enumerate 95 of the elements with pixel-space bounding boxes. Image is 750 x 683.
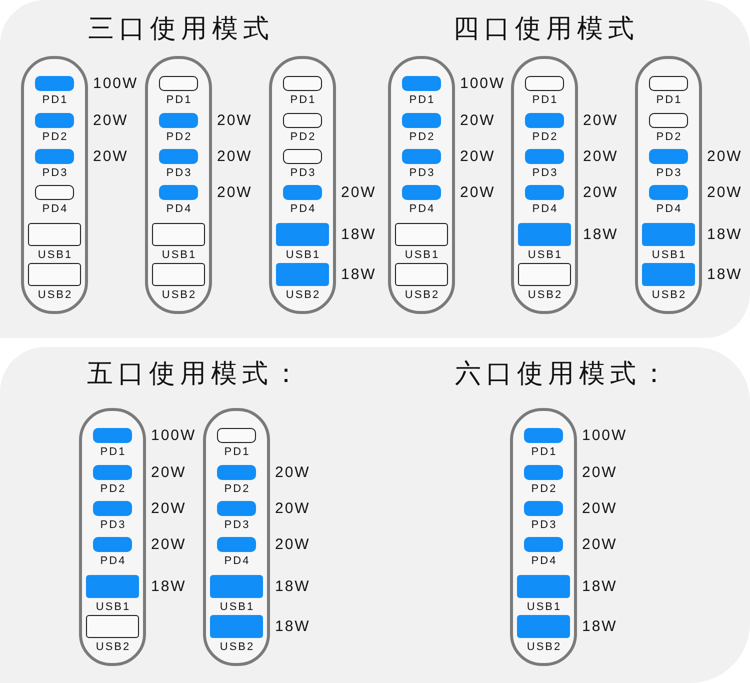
port-label: PD3 xyxy=(289,167,316,179)
wattage-label: 20W xyxy=(583,112,618,129)
port-label: PD2 xyxy=(99,483,126,495)
port-label: PD2 xyxy=(408,131,436,143)
wattage-label: 20W xyxy=(275,464,310,481)
wattage-label: 20W xyxy=(93,112,128,129)
port-label: USB2 xyxy=(284,289,321,301)
wattage-label: 18W xyxy=(582,578,618,595)
port-label: PD1 xyxy=(165,94,192,106)
wattage-label: 100W xyxy=(151,427,196,444)
port-label: PD2 xyxy=(289,131,316,143)
port-label: PD3 xyxy=(408,167,436,179)
wattage-label: 20W xyxy=(582,464,618,481)
wattage-label: 20W xyxy=(341,184,376,201)
wattage-label: 100W xyxy=(93,75,138,92)
wattage-label: 18W xyxy=(707,266,742,283)
port-label: PD4 xyxy=(165,203,192,215)
port-label: PD1 xyxy=(99,446,126,458)
wattage-label: 20W xyxy=(583,184,618,201)
port-label: PD2 xyxy=(530,483,558,495)
port-label: USB1 xyxy=(526,249,563,261)
wattage-label: 20W xyxy=(151,464,186,481)
port-label: PD4 xyxy=(408,203,436,215)
port-label: PD3 xyxy=(531,167,558,179)
wattage-label: 20W xyxy=(583,148,618,165)
wattage-label: 20W xyxy=(151,500,186,517)
wattage-label: 18W xyxy=(151,578,186,595)
port-label: PD2 xyxy=(41,131,68,143)
port-label: PD2 xyxy=(165,131,192,143)
port-label: USB2 xyxy=(650,289,687,301)
port-label: PD4 xyxy=(41,203,68,215)
port-label: PD1 xyxy=(41,94,68,106)
heading: 四口使用模式 xyxy=(453,13,639,43)
port-label: USB1 xyxy=(526,601,562,613)
wattage-label: 20W xyxy=(217,148,252,165)
port-label: USB1 xyxy=(160,249,197,261)
port-label: PD1 xyxy=(289,94,316,106)
port-label: PD1 xyxy=(223,446,250,458)
wattage-label: 20W xyxy=(582,500,618,517)
wattage-label: 18W xyxy=(341,266,376,283)
wattage-label: 18W xyxy=(582,618,618,635)
port-label: USB2 xyxy=(94,641,131,653)
wattage-label: 20W xyxy=(582,536,618,553)
port-label: PD3 xyxy=(41,167,68,179)
heading: 六口使用模式： xyxy=(455,358,672,388)
port-label: USB1 xyxy=(94,601,131,613)
wattage-label: 20W xyxy=(151,536,186,553)
wattage-label: 18W xyxy=(341,226,376,243)
wattage-label: 18W xyxy=(275,578,310,595)
port-label: PD2 xyxy=(531,131,558,143)
port-label: PD2 xyxy=(223,483,250,495)
port-label: PD3 xyxy=(99,519,126,531)
wattage-label: 20W xyxy=(460,148,496,165)
wattage-label: 100W xyxy=(460,75,506,92)
heading: 三口使用模式 xyxy=(88,13,274,43)
port-label: PD4 xyxy=(531,203,558,215)
port-label: USB2 xyxy=(218,641,255,653)
port-label: PD3 xyxy=(165,167,192,179)
port-label: PD4 xyxy=(289,203,316,215)
port-label: USB2 xyxy=(526,289,563,301)
wattage-label: 20W xyxy=(275,536,310,553)
port-label: USB2 xyxy=(404,289,440,301)
wattage-label: 20W xyxy=(460,112,496,129)
wattage-label: 20W xyxy=(217,184,252,201)
port-label: PD1 xyxy=(530,446,558,458)
port-label: PD3 xyxy=(223,519,250,531)
port-label: USB1 xyxy=(218,601,255,613)
port-label: USB1 xyxy=(36,249,73,261)
port-label: USB1 xyxy=(404,249,440,261)
port-label: USB2 xyxy=(36,289,73,301)
port-label: PD2 xyxy=(655,131,682,143)
heading: 五口使用模式： xyxy=(87,358,304,388)
wattage-label: 18W xyxy=(707,226,742,243)
port-label: PD1 xyxy=(531,94,558,106)
port-label: PD3 xyxy=(655,167,682,179)
wattage-label: 20W xyxy=(707,148,742,165)
port-label: PD4 xyxy=(223,555,250,567)
wattage-label: 20W xyxy=(707,184,742,201)
wattage-label: 20W xyxy=(217,112,252,129)
wattage-label: 20W xyxy=(93,148,128,165)
port-label: PD1 xyxy=(408,94,436,106)
port-label: PD1 xyxy=(655,94,682,106)
port-label: PD4 xyxy=(99,555,126,567)
wattage-label: 18W xyxy=(275,618,310,635)
port-label: PD4 xyxy=(530,555,558,567)
wattage-label: 20W xyxy=(460,184,496,201)
port-label: PD3 xyxy=(530,519,558,531)
port-label: PD4 xyxy=(655,203,682,215)
port-label: USB1 xyxy=(284,249,321,261)
port-label: USB2 xyxy=(160,289,197,301)
port-label: USB1 xyxy=(650,249,687,261)
wattage-label: 18W xyxy=(583,226,618,243)
port-label: USB2 xyxy=(526,641,562,653)
wattage-label: 100W xyxy=(582,427,628,444)
wattage-label: 20W xyxy=(275,500,310,517)
